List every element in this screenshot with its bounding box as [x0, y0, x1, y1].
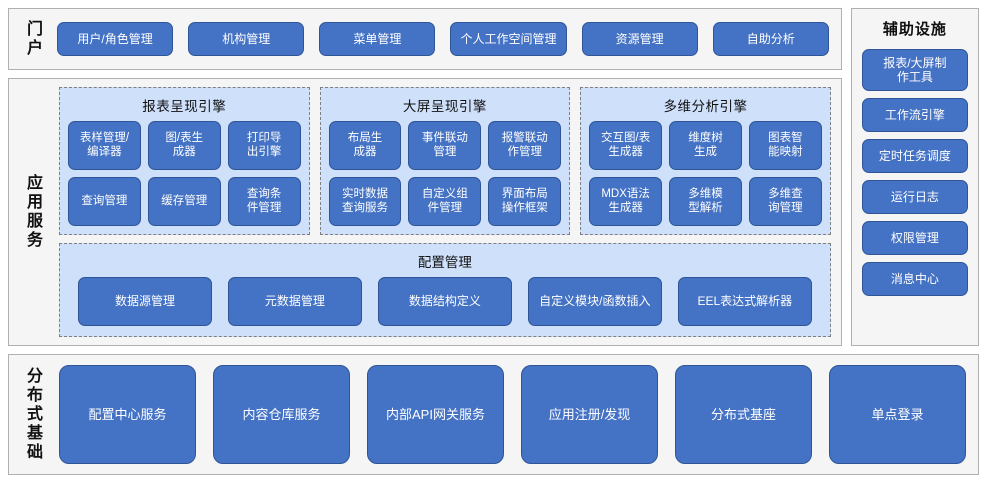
- node-data-structure-definition[interactable]: 数据结构定义: [377, 277, 512, 326]
- portal-panel: 门户 用户/角色管理 机构管理 菜单管理 个人工作空间管理 资源管理 自助分析: [8, 8, 842, 70]
- node-realtime-data-query-service[interactable]: 实时数据 查询服务: [328, 177, 402, 226]
- engine-report: 报表呈现引擎 表样管理/ 编译器 图/表生 成器 打印导 出引擎 查询管理 缓存…: [59, 87, 310, 235]
- auxiliary-facilities-title: 辅助设施: [882, 21, 947, 38]
- engine-bigscreen: 大屏呈现引擎 布局生 成器 事件联动 管理 报警联动 作管理 实时数据 查询服务…: [319, 87, 571, 235]
- configuration-management-group: 配置管理 数据源管理 元数据管理 数据结构定义 自定义模块/函数插入 EEL表达…: [59, 243, 831, 337]
- engine-report-title: 报表呈现引擎: [142, 99, 227, 114]
- node-custom-module-function-insert[interactable]: 自定义模块/函数插入: [527, 277, 662, 326]
- node-datasource-management[interactable]: 数据源管理: [78, 277, 212, 326]
- node-chart-smart-mapping[interactable]: 图表智 能映射: [748, 121, 822, 170]
- node-alarm-action-management[interactable]: 报警联动 作管理: [488, 121, 562, 170]
- portal-item-resource[interactable]: 资源管理: [581, 22, 698, 56]
- node-workflow-engine[interactable]: 工作流引擎: [861, 98, 968, 132]
- node-app-registration-discovery[interactable]: 应用注册/发现: [521, 365, 658, 464]
- distributed-foundation-items: 配置中心服务 内容仓库服务 内部API网关服务 应用注册/发现 分布式基座 单点…: [55, 355, 978, 474]
- portal-item-menu[interactable]: 菜单管理: [319, 22, 436, 56]
- application-services-panel: 应用服务 报表呈现引擎 表样管理/ 编译器 图/表生 成器 打印导 出引擎 查询…: [8, 78, 842, 346]
- node-content-repository-service[interactable]: 内容仓库服务: [213, 365, 350, 464]
- node-multidim-model-parsing[interactable]: 多维模 型解析: [669, 177, 742, 226]
- node-distributed-base[interactable]: 分布式基座: [675, 365, 812, 464]
- node-runtime-log[interactable]: 运行日志: [861, 180, 968, 214]
- node-custom-component-management[interactable]: 自定义组 件管理: [408, 177, 482, 226]
- node-message-center[interactable]: 消息中心: [861, 262, 968, 296]
- node-eel-expression-parser[interactable]: EEL表达式解析器: [677, 277, 812, 326]
- application-services-body: 报表呈现引擎 表样管理/ 编译器 图/表生 成器 打印导 出引擎 查询管理 缓存…: [55, 79, 841, 345]
- portal-item-workspace[interactable]: 个人工作空间管理: [450, 22, 567, 56]
- node-interactive-chart-generator[interactable]: 交互图/表 生成器: [589, 121, 663, 170]
- node-dimension-tree-generation[interactable]: 维度树 生成: [669, 121, 742, 170]
- node-report-bigscreen-authoring-tool[interactable]: 报表/大屏制 作工具: [861, 49, 968, 91]
- node-layout-generator[interactable]: 布局生 成器: [328, 121, 402, 170]
- portal-label: 门户: [24, 20, 41, 58]
- engine-multidim-items: 交互图/表 生成器 维度树 生成 图表智 能映射 MDX语法 生成器 多维模 型…: [589, 121, 822, 226]
- node-scheduled-task-scheduler[interactable]: 定时任务调度: [861, 139, 968, 173]
- portal-items: 用户/角色管理 机构管理 菜单管理 个人工作空间管理 资源管理 自助分析: [55, 9, 841, 69]
- node-internal-api-gateway-service[interactable]: 内部API网关服务: [367, 365, 504, 464]
- node-multidim-query-management[interactable]: 多维查 询管理: [748, 177, 822, 226]
- node-chart-generator[interactable]: 图/表生 成器: [147, 121, 221, 170]
- node-event-linkage-management[interactable]: 事件联动 管理: [408, 121, 482, 170]
- auxiliary-facilities-panel: 辅助设施 报表/大屏制 作工具 工作流引擎 定时任务调度 运行日志 权限管理 消…: [850, 8, 979, 346]
- portal-item-user-role[interactable]: 用户/角色管理: [57, 22, 174, 56]
- node-permission-management[interactable]: 权限管理: [861, 221, 968, 255]
- node-print-export-engine[interactable]: 打印导 出引擎: [227, 121, 301, 170]
- distributed-foundation-panel: 分布式基础 配置中心服务 内容仓库服务 内部API网关服务 应用注册/发现 分布…: [8, 354, 979, 475]
- configuration-management-items: 数据源管理 元数据管理 数据结构定义 自定义模块/函数插入 EEL表达式解析器: [70, 277, 820, 326]
- node-ui-layout-framework[interactable]: 界面布局 操作框架: [488, 177, 562, 226]
- engine-bigscreen-items: 布局生 成器 事件联动 管理 报警联动 作管理 实时数据 查询服务 自定义组 件…: [328, 121, 562, 226]
- engine-row: 报表呈现引擎 表样管理/ 编译器 图/表生 成器 打印导 出引擎 查询管理 缓存…: [59, 87, 831, 235]
- node-cache-management[interactable]: 缓存管理: [147, 177, 221, 226]
- portal-item-org[interactable]: 机构管理: [188, 22, 305, 56]
- node-query-condition-management[interactable]: 查询条 件管理: [227, 177, 301, 226]
- node-template-editor[interactable]: 表样管理/ 编译器: [68, 121, 141, 170]
- portal-item-self-service[interactable]: 自助分析: [712, 22, 829, 56]
- application-services-label: 应用服务: [24, 174, 41, 250]
- engine-multidim: 多维分析引擎 交互图/表 生成器 维度树 生成 图表智 能映射 MDX语法 生成…: [580, 87, 831, 235]
- distributed-foundation-label: 分布式基础: [24, 367, 41, 462]
- node-metadata-management[interactable]: 元数据管理: [227, 277, 362, 326]
- configuration-management-title: 配置管理: [417, 255, 472, 270]
- engine-report-items: 表样管理/ 编译器 图/表生 成器 打印导 出引擎 查询管理 缓存管理 查询条 …: [68, 121, 301, 226]
- node-mdx-syntax-generator[interactable]: MDX语法 生成器: [589, 177, 663, 226]
- top-region: 门户 用户/角色管理 机构管理 菜单管理 个人工作空间管理 资源管理 自助分析 …: [8, 8, 979, 346]
- engine-multidim-title: 多维分析引擎: [663, 99, 748, 114]
- node-single-sign-on[interactable]: 单点登录: [829, 365, 966, 464]
- node-query-management[interactable]: 查询管理: [68, 177, 141, 226]
- node-config-center-service[interactable]: 配置中心服务: [59, 365, 196, 464]
- engine-bigscreen-title: 大屏呈现引擎: [402, 99, 487, 114]
- left-column: 门户 用户/角色管理 机构管理 菜单管理 个人工作空间管理 资源管理 自助分析 …: [8, 8, 842, 346]
